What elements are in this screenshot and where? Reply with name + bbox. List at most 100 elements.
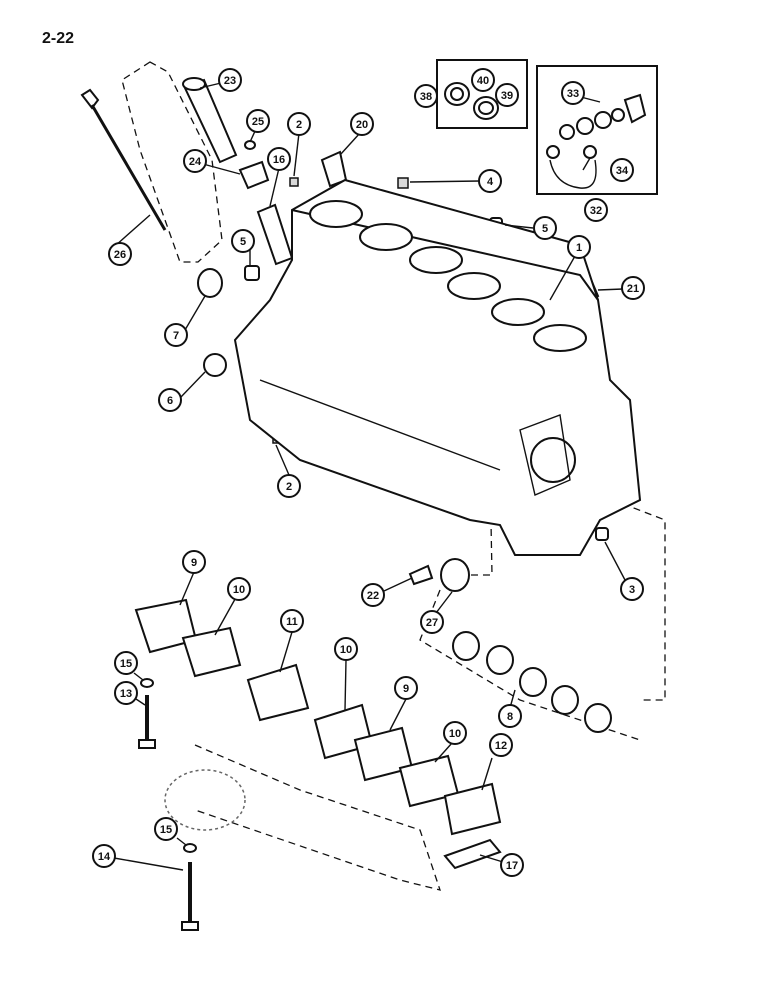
callout-label: 9 — [191, 557, 197, 569]
plug-3 — [595, 527, 609, 541]
block-front-plate — [519, 414, 571, 496]
plug-4 — [397, 177, 409, 189]
bolt-13-head — [138, 739, 156, 749]
plug-2-top — [289, 177, 299, 187]
o-ring-25 — [244, 140, 256, 150]
callout-label: 1 — [576, 242, 582, 254]
block-front-bore — [530, 437, 576, 483]
callout-17: 17 — [500, 853, 524, 877]
callout-10-c: 10 — [443, 721, 467, 745]
bearing-shell-2 — [486, 645, 514, 675]
washer-15-b — [183, 843, 197, 853]
callout-label: 10 — [233, 584, 245, 596]
bearing-cap-11 — [246, 663, 310, 722]
callout-label: 22 — [367, 590, 379, 602]
callout-2-lower: 2 — [277, 474, 301, 498]
callout-5-right: 5 — [533, 216, 557, 240]
sensor-cable — [549, 159, 597, 189]
callout-22: 22 — [361, 583, 385, 607]
callout-10-b: 10 — [334, 637, 358, 661]
bearing-shell-4 — [551, 685, 579, 715]
callout-40: 40 — [471, 68, 495, 92]
callout-23: 23 — [218, 68, 242, 92]
callout-27: 27 — [420, 610, 444, 634]
bearing-cap-10-a — [181, 626, 242, 678]
callout-34: 34 — [610, 158, 634, 182]
seal-38-inner — [450, 87, 464, 101]
callout-12: 12 — [489, 733, 513, 757]
callout-16: 16 — [267, 147, 291, 171]
callout-4: 4 — [478, 169, 502, 193]
callout-label: 14 — [98, 851, 111, 863]
callout-label: 11 — [286, 616, 298, 628]
callout-label: 4 — [487, 176, 494, 188]
callout-label: 16 — [273, 154, 285, 166]
cap-6 — [203, 353, 227, 377]
callout-38: 38 — [414, 84, 438, 108]
callout-13: 13 — [114, 681, 138, 705]
callout-20: 20 — [350, 112, 374, 136]
callout-label: 39 — [501, 90, 513, 102]
callout-33: 33 — [561, 81, 585, 105]
block-lower-edge — [259, 379, 501, 471]
washer-15-a — [140, 678, 154, 688]
bearing-shell-3 — [519, 667, 547, 697]
callout-2-top: 2 — [287, 112, 311, 136]
bore-1 — [309, 200, 363, 228]
dipstick-rod — [90, 104, 167, 231]
kit-connector — [623, 93, 647, 124]
cap-27 — [440, 558, 470, 592]
callout-label: 2 — [296, 119, 302, 131]
crank-gear-ghost — [164, 769, 246, 831]
dipstick-tube-top — [182, 77, 206, 91]
callout-6: 6 — [158, 388, 182, 412]
page-number: 2-22 — [42, 30, 75, 47]
callout-label: 10 — [340, 644, 352, 656]
kit-washer-3 — [594, 111, 612, 129]
callout-label: 15 — [160, 824, 172, 836]
callout-label: 40 — [477, 75, 489, 87]
callout-label: 26 — [114, 249, 126, 261]
callout-label: 10 — [449, 728, 461, 740]
callout-32: 32 — [584, 198, 608, 222]
seal-39-inner — [478, 101, 494, 115]
callout-label: 38 — [420, 91, 432, 103]
callout-label: 6 — [167, 395, 173, 407]
callout-14: 14 — [92, 844, 116, 868]
callout-15-b: 15 — [154, 817, 178, 841]
callout-1: 1 — [567, 235, 591, 259]
callout-label: 17 — [506, 860, 518, 872]
dipstick-handle — [80, 88, 100, 110]
callout-26: 26 — [108, 242, 132, 266]
bearing-shell-1 — [452, 631, 480, 661]
callout-3: 3 — [620, 577, 644, 601]
callout-label: 3 — [629, 584, 635, 596]
callout-label: 9 — [403, 683, 409, 695]
callout-label: 21 — [627, 283, 639, 295]
bore-3 — [409, 246, 463, 274]
sensor-kit-box — [536, 65, 658, 195]
callout-label: 24 — [189, 156, 202, 168]
bearing-shell-5 — [584, 703, 612, 733]
callout-label: 8 — [507, 711, 513, 723]
callout-10-a: 10 — [227, 577, 251, 601]
callout-5-left: 5 — [231, 229, 255, 253]
callout-label: 20 — [356, 119, 368, 131]
bearing-group-outline-right — [599, 494, 666, 701]
callout-7: 7 — [164, 323, 188, 347]
bore-4 — [447, 272, 501, 300]
callout-9-a: 9 — [182, 550, 206, 574]
callout-8: 8 — [498, 704, 522, 728]
bore-2 — [359, 223, 413, 251]
plug-5-left — [244, 265, 260, 281]
callout-label: 32 — [590, 205, 602, 217]
sensor-end-1 — [546, 145, 560, 159]
callout-24: 24 — [183, 149, 207, 173]
callout-label: 34 — [616, 165, 629, 177]
cap-7 — [197, 268, 223, 298]
bolt-14-head — [181, 921, 199, 931]
callout-label: 25 — [252, 116, 264, 128]
bore-5 — [491, 298, 545, 326]
callout-label: 7 — [173, 330, 179, 342]
